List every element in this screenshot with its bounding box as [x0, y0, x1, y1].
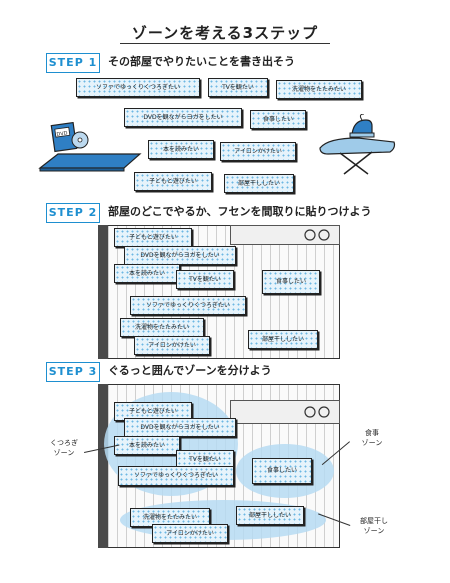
stove-icon: [304, 229, 330, 241]
note-book-zone[interactable]: 本を読みたい: [114, 436, 180, 455]
note-book[interactable]: 本を読みたい: [148, 140, 214, 159]
note-dry-placed[interactable]: 部屋干ししたい: [248, 330, 318, 349]
note-dry-zone[interactable]: 部屋干ししたい: [236, 506, 304, 525]
title-underline: [120, 43, 330, 44]
step2-badge: STEP 2: [46, 203, 100, 223]
note-meal-placed[interactable]: 食事したい: [262, 270, 320, 294]
stove-icon-step3: [304, 406, 330, 418]
note-laundry-zone[interactable]: 洗濯物をたたみたい: [130, 508, 210, 527]
note-laundry[interactable]: 洗濯物をたたみたい: [276, 80, 362, 99]
note-iron-placed[interactable]: アイロンかけたい: [134, 336, 210, 355]
note-meal-zone[interactable]: 食事したい: [252, 458, 312, 484]
zone-label-relax: くつろぎ ゾーン: [50, 439, 78, 457]
note-sofa-zone[interactable]: ソファでゆっくりくつろぎたい: [118, 466, 234, 486]
note-dvd[interactable]: DVDを観ながらヨガをしたい: [124, 108, 242, 127]
note-iron[interactable]: アイロンかけたい: [220, 142, 296, 161]
step3-text: ぐるっと囲んでゾーンを分けよう: [108, 364, 272, 377]
note-iron-zone[interactable]: アイロンかけたい: [152, 524, 228, 543]
step3-badge: STEP 3: [46, 362, 100, 382]
note-meal[interactable]: 食事したい: [250, 110, 306, 129]
note-dvd-placed[interactable]: DVDを観ながらヨガをしたい: [124, 246, 236, 265]
ironing-board-icon: [319, 137, 396, 175]
note-laundry-placed[interactable]: 洗濯物をたたみたい: [120, 318, 204, 337]
dvd-case-icon: DVD: [50, 122, 89, 153]
zone-label-dry: 部屋干し ゾーン: [360, 517, 388, 535]
svg-text:DVD: DVD: [56, 130, 68, 137]
wall-step3: [98, 384, 108, 548]
note-sofa[interactable]: ソファでゆっくりくつろぎたい: [76, 78, 200, 97]
yoga-mat-icon: [38, 153, 142, 172]
ironing-board-illustration: [319, 114, 396, 175]
iron-icon: [349, 114, 375, 138]
note-kids[interactable]: 子どもと遊びたい: [134, 172, 212, 191]
note-tv[interactable]: TVを観たい: [208, 78, 268, 97]
note-dvd-zone[interactable]: DVDを観ながらヨガをしたい: [124, 418, 236, 437]
note-kids-placed[interactable]: 子どもと遊びたい: [114, 228, 192, 247]
step2-text: 部屋のどこでやるか、フセンを間取りに貼りつけよう: [108, 205, 372, 218]
page-title: ゾーンを考える3ステップ: [131, 24, 319, 42]
step1-text: その部屋でやりたいことを書き出そう: [108, 55, 295, 68]
zone-label-meal: 食事 ゾーン: [361, 429, 383, 447]
note-dry[interactable]: 部屋干ししたい: [224, 174, 294, 193]
note-book-placed[interactable]: 本を読みたい: [114, 264, 180, 283]
yoga-mat-dvd-illustration: DVD: [38, 122, 142, 172]
note-sofa-placed[interactable]: ソファでゆっくりくつろぎたい: [130, 296, 246, 315]
kitchen-counter-step3: [230, 400, 340, 424]
step1-badge: STEP 1: [46, 53, 100, 73]
wall-step2: [98, 225, 108, 359]
note-tv-placed[interactable]: TVを観たい: [176, 270, 234, 289]
